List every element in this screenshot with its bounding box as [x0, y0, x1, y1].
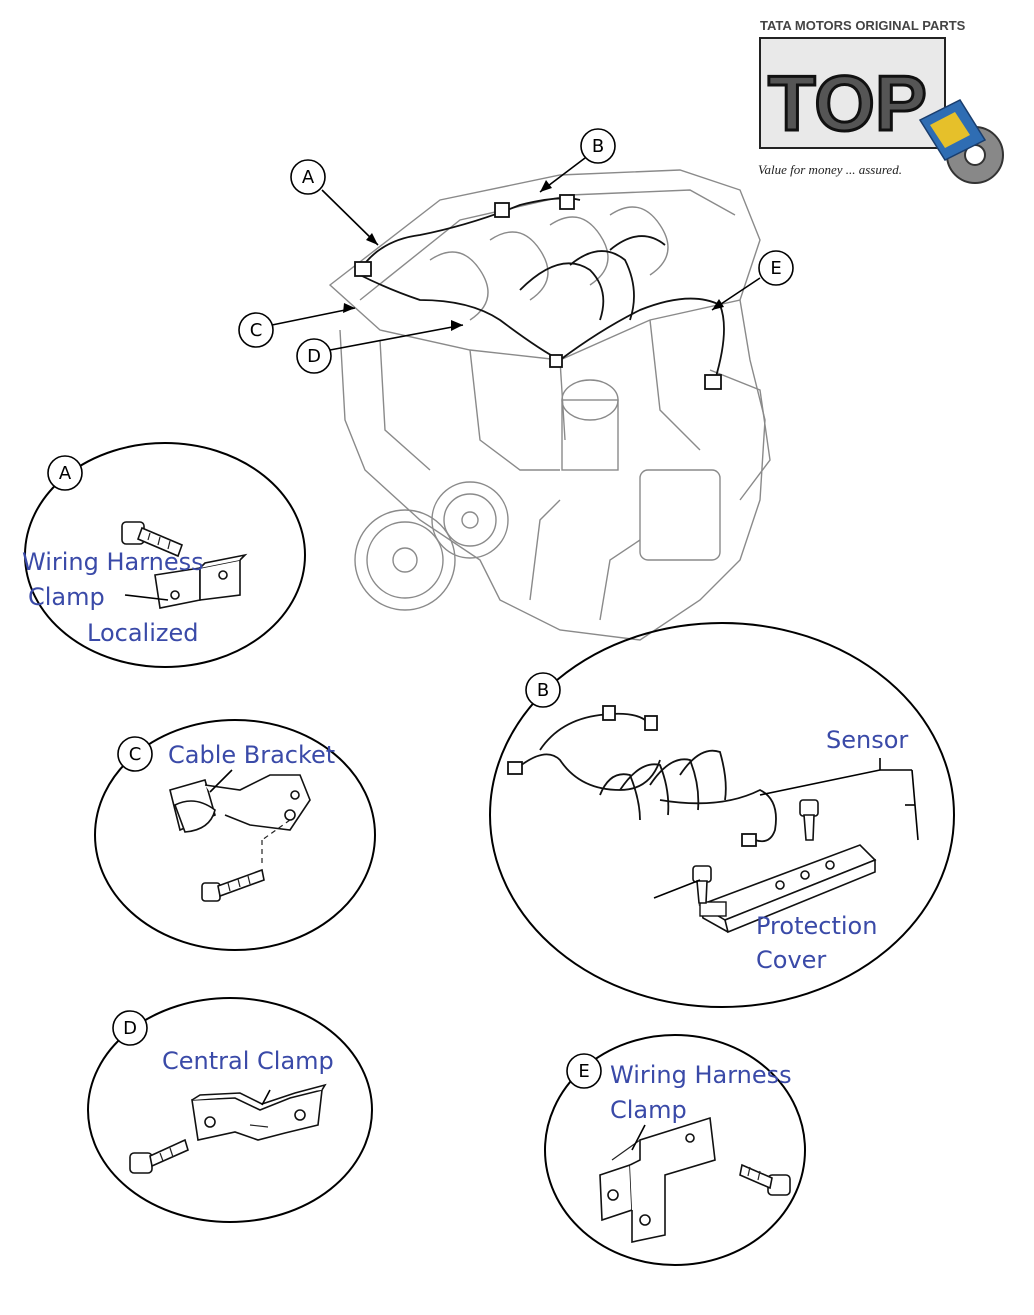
callout-b-letter: B [592, 136, 604, 157]
detail-d: D Central Clamp [87, 997, 373, 1223]
detail-a-label-line2: Clamp [28, 583, 105, 611]
callout-d-letter: D [307, 346, 321, 367]
callout-b: B [539, 128, 616, 193]
detail-c-label: Cable Bracket [168, 741, 335, 769]
detail-e-label-line1: Wiring Harness [610, 1061, 792, 1089]
engine-wiring-harness [354, 194, 725, 390]
cable-bracket-part [169, 774, 311, 865]
detail-b-cover-label-line1: Protection [756, 912, 877, 940]
protection-cover-part [698, 844, 877, 934]
engine-illustration [328, 169, 771, 641]
detail-d-letter: D [123, 1018, 137, 1039]
logo-brand-text: TATA MOTORS ORIGINAL PARTS [760, 18, 966, 33]
sensor-harness-part [507, 705, 777, 847]
harness-clamp-part [154, 553, 248, 609]
detail-d-label: Central Clamp [162, 1047, 334, 1075]
callout-d: D [296, 320, 464, 374]
detail-e: E Wiring Harness Clamp [544, 1034, 806, 1266]
callout-e-letter: E [770, 258, 781, 279]
detail-c-letter: C [129, 744, 142, 765]
cover-bolt-2-icon [692, 865, 712, 904]
detail-a-label-line1: Wiring Harness [22, 548, 204, 576]
gear-icon [918, 99, 1004, 184]
callout-a: A [290, 159, 379, 246]
central-clamp-part [191, 1083, 327, 1141]
cover-bolt-1-icon [799, 799, 819, 841]
bolt-icon [129, 1138, 189, 1174]
callout-c-letter: C [250, 320, 263, 341]
logo-tagline: Value for money ... assured. [758, 162, 902, 177]
detail-b: B [489, 622, 955, 1008]
detail-e-letter: E [578, 1061, 589, 1082]
detail-a: A Wiring Harness Clamp Localized [22, 442, 306, 668]
detail-a-letter: A [59, 463, 72, 484]
callout-a-letter: A [302, 167, 315, 188]
detail-b-letter: B [537, 680, 549, 701]
detail-c: C Cable Bracket [94, 719, 376, 951]
logo-mark-text: TOP [768, 59, 927, 147]
detail-e-label-line2: Clamp [610, 1096, 687, 1124]
detail-b-sensor-label: Sensor [826, 726, 908, 754]
detail-b-cover-label-line2: Cover [756, 946, 826, 974]
tata-top-logo: TATA MOTORS ORIGINAL PARTS TOP Value for… [758, 18, 1004, 184]
callout-c: C [238, 303, 356, 348]
callout-e: E [711, 250, 794, 311]
harness-clamp-part [599, 1116, 716, 1243]
bolt-icon [121, 521, 184, 558]
detail-a-note: Localized [87, 619, 198, 647]
bolt-icon [739, 1163, 791, 1196]
screw-icon [201, 868, 265, 902]
